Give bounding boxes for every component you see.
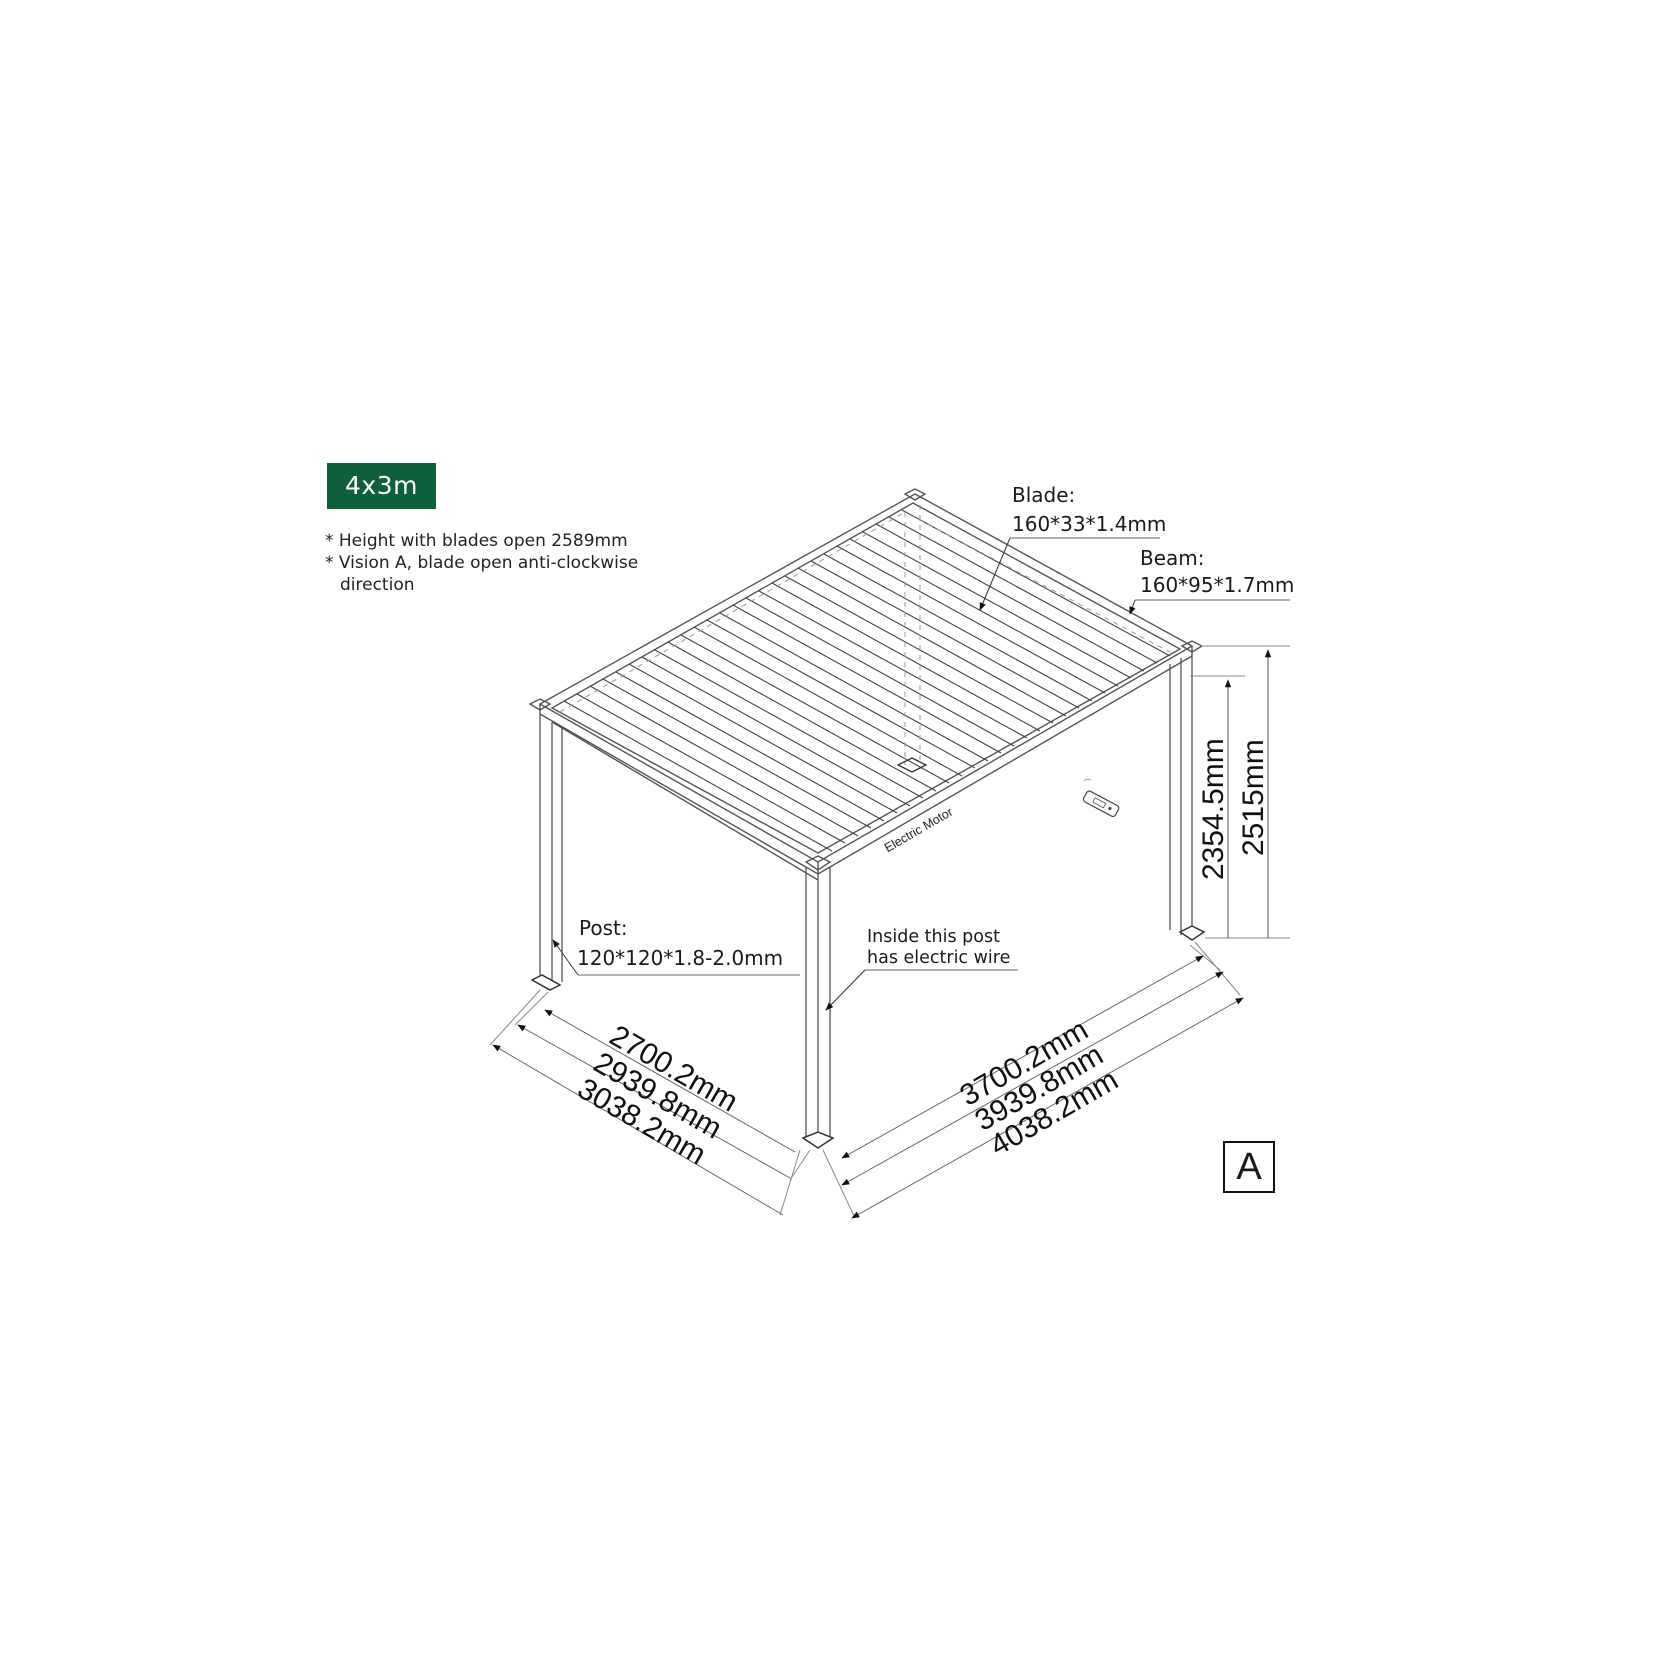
note-vision: * Vision A, blade open anti-clockwise (325, 553, 639, 573)
leader-lines (578, 537, 1290, 976)
view-label-box: A (1223, 1141, 1275, 1193)
posts (539, 656, 1193, 1143)
wire-callout-line1: Inside this post (867, 927, 1000, 947)
hidden-lines (559, 505, 1171, 765)
depth-dimensions (489, 989, 811, 1216)
remote-control-icon (1082, 778, 1120, 818)
height-outer-dim: 2515mm (1237, 739, 1270, 856)
blade-callout-title: Blade: (1012, 483, 1076, 507)
height-dimensions (1190, 645, 1290, 939)
post-callout-spec: 120*120*1.8-2.0mm (577, 946, 784, 970)
post-callout-title: Post: (579, 916, 628, 940)
note-height: * Height with blades open 2589mm (325, 531, 628, 551)
size-badge: 4x3m (327, 463, 436, 509)
height-inner-dim: 2354.5mm (1197, 738, 1230, 880)
post-bases (530, 925, 1206, 1149)
blade-callout-spec: 160*33*1.4mm (1012, 512, 1167, 536)
note-vision-cont: direction (340, 575, 415, 595)
width-dimensions (822, 941, 1241, 1219)
beam-callout-title: Beam: (1140, 546, 1205, 570)
motor-housing (896, 757, 928, 773)
notes: * Height with blades open 2589mm * Visio… (325, 530, 638, 596)
wire-callout-line2: has electric wire (867, 948, 1011, 968)
beam-callout-spec: 160*95*1.7mm (1140, 573, 1295, 597)
roof-blades (563, 509, 1171, 852)
